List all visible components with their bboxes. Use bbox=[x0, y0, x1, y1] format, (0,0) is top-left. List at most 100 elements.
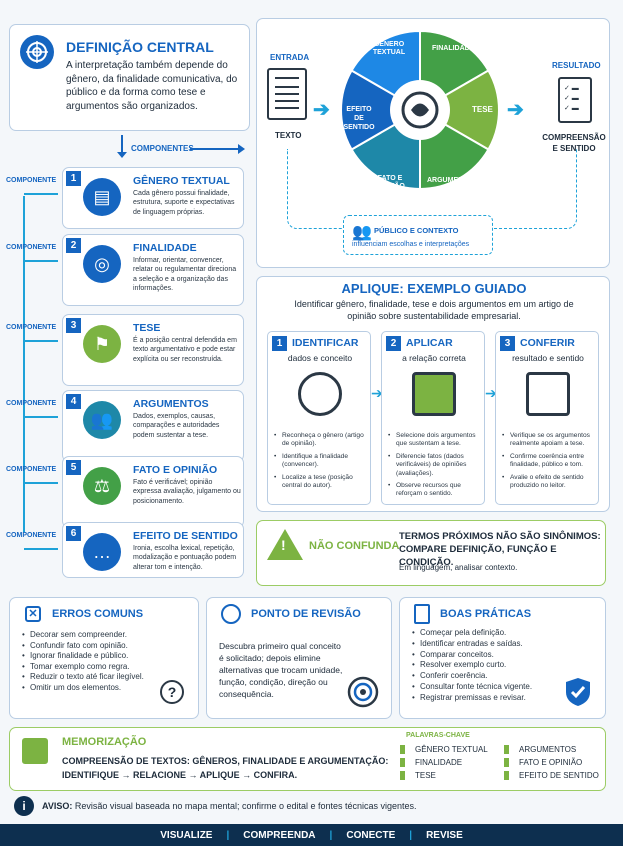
keyword: FINALIDADE bbox=[400, 758, 462, 767]
entrada-label: ENTRADA bbox=[270, 53, 310, 62]
definition-title: DEFINIÇÃO CENTRAL bbox=[66, 39, 214, 55]
bookmark-icon bbox=[22, 738, 48, 764]
right-arrow-icon bbox=[190, 148, 240, 150]
arrow-icon: ➔ bbox=[313, 99, 330, 121]
exclamation-mark: ! bbox=[281, 537, 286, 553]
arrowhead-icon bbox=[117, 152, 127, 158]
compreensao-label: COMPREENSÃO E SENTIDO bbox=[542, 133, 606, 153]
keyword: TESE bbox=[400, 771, 436, 780]
component-title: FINALIDADE bbox=[133, 242, 197, 254]
text-document-icon bbox=[267, 68, 307, 120]
footer-item: CONECTE bbox=[346, 829, 396, 841]
target-icon: ◎ bbox=[83, 245, 121, 283]
memo-title: MEMORIZAÇÃO bbox=[62, 736, 147, 748]
aplique-card: APLIQUE: EXEMPLO GUIADO Identificar gêne… bbox=[256, 276, 610, 512]
componentes-label: COMPONENTES bbox=[131, 144, 194, 153]
component-number: 1 bbox=[66, 171, 81, 186]
publico-text: influenciam escolhas e interpretações bbox=[352, 241, 470, 248]
component-number: 3 bbox=[66, 318, 81, 333]
component-title: FATO E OPINIÃO bbox=[133, 464, 218, 476]
footer-item: COMPREENDA bbox=[243, 829, 316, 841]
publico-title: PÚBLICO E CONTEXTO bbox=[374, 226, 459, 235]
keyword: GÊNERO TEXTUAL bbox=[400, 745, 488, 754]
component-title: EFEITO DE SENTIDO bbox=[133, 530, 238, 542]
keyword: ARGUMENTOS bbox=[504, 745, 576, 754]
aplique-subtitle: Identificar gênero, finalidade, tese e d… bbox=[294, 299, 574, 321]
definition-card: DEFINIÇÃO CENTRAL A interpretação também… bbox=[9, 24, 250, 131]
wheel-argumentos: ARGUMENTOS bbox=[427, 177, 478, 184]
boas-item: Conferir coerência. bbox=[412, 671, 562, 682]
step-bullet: Reconheça o gênero (artigo de opinião). bbox=[274, 432, 368, 449]
kw-title: PALAVRAS-CHAVE bbox=[406, 732, 470, 739]
step-bullet: Localize a tese (posição central do auto… bbox=[274, 474, 368, 491]
step-bullet: Verifique se os argumentos realmente apo… bbox=[502, 432, 596, 449]
step-bullet: Confirme coerência entre finalidade, púb… bbox=[502, 453, 596, 470]
nao-label: NÃO CONFUNDA bbox=[309, 540, 400, 552]
component-side-label: COMPONENTE bbox=[6, 324, 57, 331]
texto-label: TEXTO bbox=[275, 131, 302, 140]
aviso-label: AVISO: bbox=[42, 801, 73, 811]
aviso: AVISO: Revisão visual baseada no mapa me… bbox=[42, 801, 417, 811]
step-bullets: Verifique se os argumentos realmente apo… bbox=[502, 432, 596, 494]
footer-separator: | bbox=[329, 829, 333, 841]
connector-arrow bbox=[24, 482, 58, 484]
wheel-fato: FATO E OPINIÃO bbox=[375, 175, 405, 190]
component-number: 6 bbox=[66, 526, 81, 541]
boas-item: Comparar conceitos. bbox=[412, 650, 562, 661]
wheel-efeito: EFEITO DE SENTIDO bbox=[343, 106, 375, 131]
definition-text: A interpretação também depende do gênero… bbox=[66, 60, 238, 112]
erros-card: ✕ ERROS COMUNS Decorar sem compreender.C… bbox=[9, 597, 199, 719]
target-icon bbox=[347, 676, 379, 708]
erros-list: Decorar sem compreender.Confundir fato c… bbox=[22, 630, 162, 693]
revisao-card: PONTO DE REVISÃO Descubra primeiro qual … bbox=[206, 597, 392, 719]
components-connector bbox=[23, 196, 25, 532]
component-side-label: COMPONENTE bbox=[6, 466, 57, 473]
scale-icon: ⚖ bbox=[83, 467, 121, 505]
footer-separator: | bbox=[226, 829, 230, 841]
group-icon: 👥 bbox=[83, 401, 121, 439]
step-bullet: Diferencie fatos (dados verificáveis) de… bbox=[388, 453, 482, 478]
boas-item: Começar pela definição. bbox=[412, 628, 562, 639]
step-bullet: Identifique a finalidade (convencer). bbox=[274, 453, 368, 470]
info-icon: i bbox=[14, 796, 34, 816]
component-text: Ironia, escolha lexical, repetição, moda… bbox=[133, 545, 237, 571]
erros-title: ERROS COMUNS bbox=[52, 608, 144, 620]
erros-item: Ignorar finalidade e público. bbox=[22, 651, 162, 662]
boas-item: Registrar premissas e revisar. bbox=[412, 693, 562, 704]
connector-arrow bbox=[24, 416, 58, 418]
component-text: Informar, orientar, convencer, relatar o… bbox=[133, 257, 237, 292]
aviso-text: Revisão visual baseada no mapa mental; c… bbox=[74, 801, 417, 811]
revisao-title: PONTO DE REVISÃO bbox=[251, 608, 361, 620]
nao-title: TERMOS PRÓXIMOS NÃO SÃO SINÔNIMOS: COMPA… bbox=[399, 531, 601, 568]
wheel-diagram bbox=[340, 29, 500, 191]
step-bullet: Selecione dois argumentos que sustentam … bbox=[388, 432, 482, 449]
group-icon: 👥 bbox=[352, 224, 372, 241]
wheel-finalidade: FINALIDADE bbox=[432, 45, 475, 52]
aplique-title: APLIQUE: EXEMPLO GUIADO bbox=[341, 281, 527, 296]
boas-item: Resolver exemplo curto. bbox=[412, 660, 562, 671]
nao-confunda-card: ! NÃO CONFUNDA TERMOS PRÓXIMOS NÃO SÃO S… bbox=[256, 520, 606, 586]
step-title: IDENTIFICAR bbox=[292, 337, 359, 349]
step-bullets: Reconheça o gênero (artigo de opinião). I… bbox=[274, 432, 368, 494]
speech-icon: … bbox=[83, 533, 121, 571]
connector-arrow bbox=[24, 548, 58, 550]
document-icon: ▤ bbox=[83, 178, 121, 216]
component-text: Fato é verificável; opinião expressa ava… bbox=[133, 479, 241, 505]
flag-icon: ⚑ bbox=[83, 325, 121, 363]
component-side-label: COMPONENTE bbox=[6, 244, 57, 251]
step-number: 1 bbox=[272, 336, 287, 351]
component-side-label: COMPONENTE bbox=[6, 177, 57, 184]
error-x-icon: ✕ bbox=[25, 606, 41, 622]
component-card: 6… EFEITO DE SENTIDO Ironia, escolha lexic… bbox=[62, 522, 244, 578]
step-sub: a relação correta bbox=[402, 353, 466, 363]
erros-item: Confundir fato com opinião. bbox=[22, 641, 162, 652]
connector-arrow bbox=[24, 340, 58, 342]
process-diagram: ENTRADA TEXTO ➔ GÊNERO TEXTUAL FINALIDAD… bbox=[256, 18, 610, 268]
